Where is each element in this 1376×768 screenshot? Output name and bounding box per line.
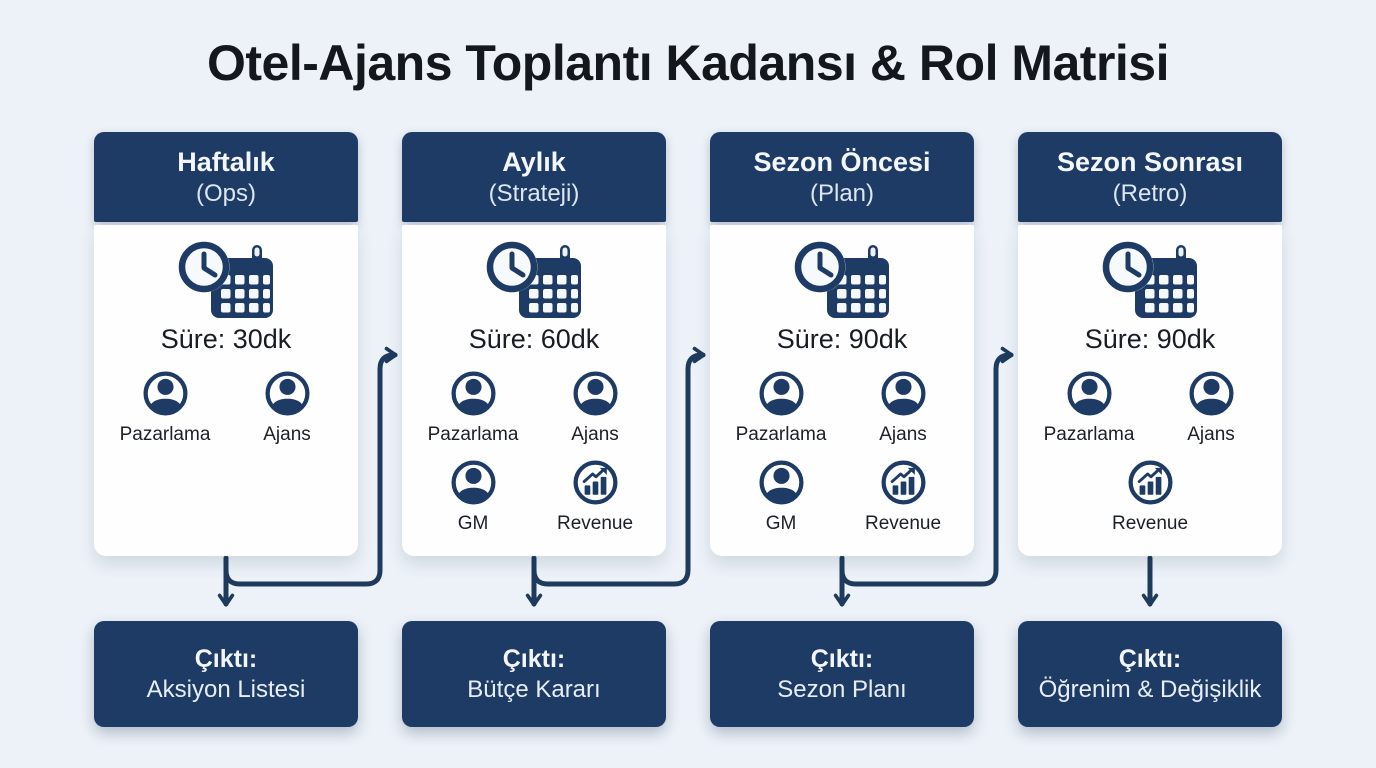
- participant-label: Pazarlama: [1043, 424, 1135, 445]
- participant: Ajans: [1153, 367, 1269, 446]
- card-title: Aylık: [502, 147, 566, 177]
- output-box-sezon-oncesi: Çıktı: Sezon Planı: [710, 621, 974, 727]
- card-body: Süre: 60dk Pazarlama Ajans GM Revenue: [402, 225, 666, 556]
- revenue-chart-icon: [1124, 456, 1177, 509]
- page-title: Otel-Ajans Toplantı Kadansı & Rol Matris…: [206, 35, 1170, 91]
- participant-label: Revenue: [1111, 513, 1189, 534]
- output-value: Sezon Planı: [777, 676, 907, 703]
- card-subtitle: (Plan): [809, 180, 875, 207]
- participant: GM: [723, 456, 839, 535]
- participants: Pazarlama Ajans Revenue: [1018, 367, 1282, 535]
- duration-text: Süre: 30dk: [160, 324, 292, 354]
- output-value: Bütçe Kararı: [467, 676, 601, 703]
- revenue-chart-icon: [877, 456, 930, 509]
- output-box-aylik: Çıktı: Bütçe Kararı: [402, 621, 666, 727]
- card-header: Haftalık (Ops): [94, 132, 358, 222]
- card-header: Sezon Sonrası (Retro): [1018, 132, 1282, 222]
- participant-label: Ajans: [263, 424, 311, 445]
- participant-label: Pazarlama: [119, 424, 211, 445]
- person-icon: [877, 367, 930, 420]
- output-label: Çıktı:: [194, 645, 258, 673]
- card-subtitle: (Retro): [1112, 180, 1188, 207]
- revenue-chart-icon: [569, 456, 622, 509]
- meeting-card-aylik: Aylık (Strateji) Süre: 60dk Pazarlama Aj…: [402, 132, 666, 556]
- card-header: Sezon Öncesi (Plan): [710, 132, 974, 222]
- participant-label: Pazarlama: [427, 424, 519, 445]
- participant: Revenue: [845, 456, 961, 535]
- participant-label: Ajans: [879, 424, 927, 445]
- participant-label: Pazarlama: [735, 424, 827, 445]
- output-value: Öğrenim & Değişiklik: [1038, 676, 1262, 703]
- participant: Pazarlama: [107, 367, 223, 446]
- person-icon: [447, 367, 500, 420]
- participant: GM: [415, 456, 531, 535]
- duration-text: Süre: 90dk: [776, 324, 908, 354]
- participants: Pazarlama Ajans: [94, 367, 358, 446]
- participant: Ajans: [537, 367, 653, 446]
- participants: Pazarlama Ajans GM Revenue: [710, 367, 974, 535]
- meeting-card-sezon-sonrasi: Sezon Sonrası (Retro) Süre: 90dk Pazarla…: [1018, 132, 1282, 556]
- output-label: Çıktı:: [1118, 645, 1182, 673]
- participant-label: Ajans: [571, 424, 619, 445]
- participant: Pazarlama: [723, 367, 839, 446]
- meeting-card-sezon-oncesi: Sezon Öncesi (Plan) Süre: 90dk Pazarlama…: [710, 132, 974, 556]
- person-icon: [569, 367, 622, 420]
- duration-text: Süre: 60dk: [468, 324, 600, 354]
- clock-calendar-icon: [483, 238, 585, 322]
- person-icon: [755, 456, 808, 509]
- card-body: Süre: 90dk Pazarlama Ajans GM Revenue: [710, 225, 974, 556]
- participant-label: GM: [765, 513, 797, 534]
- person-icon: [139, 367, 192, 420]
- participant: Revenue: [537, 456, 653, 535]
- card-title: Haftalık: [177, 147, 275, 177]
- card-title: Sezon Öncesi: [753, 147, 931, 177]
- card-header: Aylık (Strateji): [402, 132, 666, 222]
- participant-label: GM: [457, 513, 489, 534]
- clock-calendar-icon: [791, 238, 893, 322]
- clock-calendar-icon: [175, 238, 277, 322]
- output-value: Aksiyon Listesi: [146, 676, 306, 703]
- participant: Pazarlama: [1031, 367, 1147, 446]
- card-subtitle: (Ops): [196, 180, 256, 207]
- card-body: Süre: 90dk Pazarlama Ajans Revenue: [1018, 225, 1282, 556]
- card-subtitle: (Strateji): [488, 180, 580, 207]
- clock-calendar-icon: [1099, 238, 1201, 322]
- output-label: Çıktı:: [502, 645, 566, 673]
- person-icon: [1185, 367, 1238, 420]
- output-box-haftalik: Çıktı: Aksiyon Listesi: [94, 621, 358, 727]
- person-icon: [447, 456, 500, 509]
- meeting-card-haftalik: Haftalık (Ops) Süre: 30dk Pazarlama Ajan…: [94, 132, 358, 556]
- card-body: Süre: 30dk Pazarlama Ajans: [94, 225, 358, 556]
- output-label: Çıktı:: [810, 645, 874, 673]
- duration-text: Süre: 90dk: [1084, 324, 1216, 354]
- card-title: Sezon Sonrası: [1056, 147, 1244, 177]
- participant: Ajans: [229, 367, 345, 446]
- participants: Pazarlama Ajans GM Revenue: [402, 367, 666, 535]
- participant-label: Revenue: [556, 513, 634, 534]
- participant-label: Ajans: [1187, 424, 1235, 445]
- participant: Revenue: [1092, 456, 1208, 535]
- person-icon: [1063, 367, 1116, 420]
- participant-label: Revenue: [864, 513, 942, 534]
- participant: Pazarlama: [415, 367, 531, 446]
- participant: Ajans: [845, 367, 961, 446]
- person-icon: [755, 367, 808, 420]
- output-box-sezon-sonrasi: Çıktı: Öğrenim & Değişiklik: [1018, 621, 1282, 727]
- person-icon: [261, 367, 314, 420]
